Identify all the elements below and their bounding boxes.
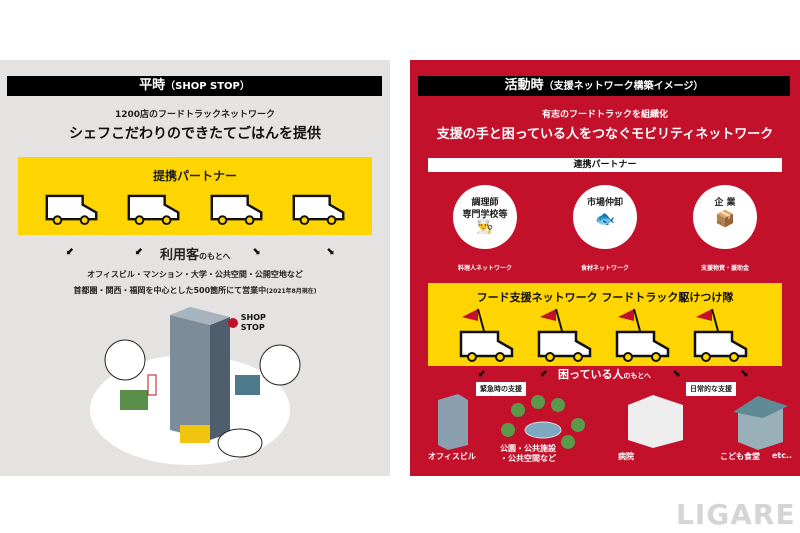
arrow-down-right-icon: ⬊: [326, 246, 335, 257]
left-panel-normal-times: 平時（SHOP STOP） 1200店のフードトラックネットワーク シェフこだわ…: [0, 60, 390, 476]
arrow-down-right-icon: ⬊: [672, 368, 681, 379]
arrow-down-right-icon: ⬊: [740, 368, 749, 379]
city-illustration: [90, 307, 301, 465]
box-money-icon: 📦: [715, 209, 735, 228]
partner-cooking-school: 調理師専門学校等👨‍🍳: [453, 185, 517, 249]
left-title: シェフこだわりのできたてごはんを提供: [69, 126, 321, 142]
left-header-title: 平時: [139, 78, 166, 93]
truck-icon: [210, 194, 263, 225]
target-label: 困っている人のもとへ: [558, 368, 651, 381]
arrow-down-right-icon: ⬊: [252, 246, 261, 257]
destination-park: 公園・公共施設 ・公共空間など: [500, 444, 556, 463]
partner-market: 市場仲卸🐟: [573, 185, 637, 249]
right-header-sub: （支援ネットワーク構築イメージ）: [543, 81, 704, 92]
destination-kids-cafeteria: こども食堂: [720, 452, 760, 461]
flag-truck-icon: [459, 308, 514, 363]
flag-truck-icon: [537, 308, 592, 363]
flag-truck-icon: [693, 308, 748, 363]
chef-icon: 👨‍🍳: [476, 219, 494, 235]
network-title: フード支援ネットワーク フードトラック駆けつけ隊: [476, 291, 734, 304]
destination-hospital: 病院: [618, 452, 634, 461]
arrow-down-left-icon: ⬋: [478, 368, 487, 379]
left-header: 平時（SHOP STOP）: [7, 76, 382, 96]
left-locations: オフィスビル・マンション・大学・公共空間・公開空地など: [87, 270, 303, 279]
right-title: 支援の手と困っている人をつなぐモビリティネットワーク: [436, 127, 774, 142]
daily-support-tag: 日常的な支援: [686, 382, 736, 396]
arrow-down-left-icon: ⬋: [66, 246, 75, 257]
arrow-down-left-icon: ⬋: [135, 246, 144, 257]
truck-icon: [127, 194, 180, 225]
left-partner-label: 提携パートナー: [152, 169, 237, 183]
left-subtitle: 1200店のフードトラックネットワーク: [114, 110, 276, 120]
network-label: 食材ネットワーク: [580, 265, 629, 272]
network-label: 料理人ネットワーク: [457, 265, 512, 272]
destinations-illustration: [438, 394, 788, 450]
ligare-watermark: LIGARE: [676, 498, 796, 531]
destination-office: オフィスビル: [428, 452, 476, 461]
right-network-box: フード支援ネットワーク フードトラック駆けつけ隊: [428, 283, 782, 366]
fish-vegetable-icon: 🐟: [595, 209, 615, 228]
arrow-down-left-icon: ⬋: [540, 368, 549, 379]
right-partner-label: 連携パートナー: [428, 158, 782, 172]
network-label: 支援物資・援助金: [700, 265, 749, 272]
flag-truck-icon: [615, 308, 670, 363]
left-customers: 利用客のもとへ: [160, 248, 231, 263]
partner-company: 企 業📦: [693, 185, 757, 249]
truck-icon: [292, 194, 345, 225]
right-header-title: 活動時: [504, 78, 544, 93]
right-subtitle: 有志のフードトラックを組織化: [541, 110, 668, 120]
truck-icon: [45, 194, 98, 225]
destination-etc: etc..: [772, 451, 793, 460]
left-header-sub: （SHOP STOP）: [165, 81, 250, 92]
left-partner-box: 提携パートナー: [18, 157, 372, 235]
right-header: 活動時（支援ネットワーク構築イメージ）: [418, 76, 790, 96]
shop-stop-logo: SHOP STOP: [228, 313, 266, 337]
left-operations: 首都圏・関西・福岡を中心とした500箇所にて営業中(2021年8月現在): [73, 286, 317, 295]
right-panel-activity-times: 活動時（支援ネットワーク構築イメージ） 有志のフードトラックを組織化 支援の手と…: [410, 60, 800, 476]
emergency-support-tag: 緊急時の支援: [476, 382, 526, 396]
